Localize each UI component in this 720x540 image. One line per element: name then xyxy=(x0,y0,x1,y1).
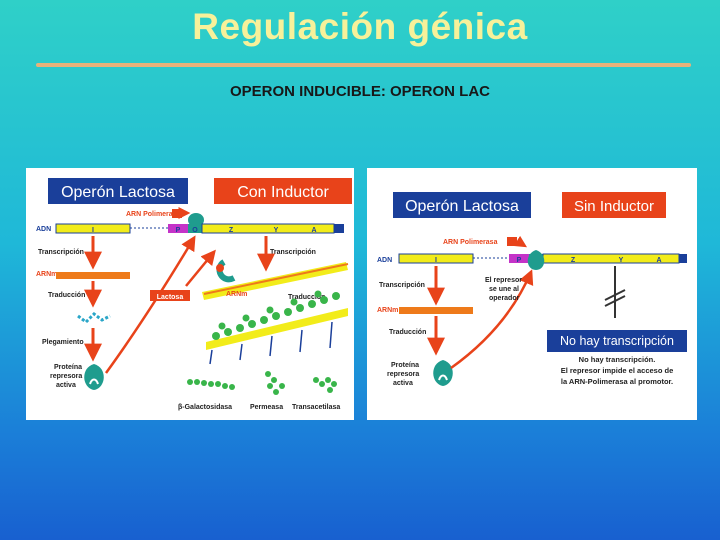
adn-label: ADN xyxy=(36,226,51,233)
transacetilasa-label: Transacetilasa xyxy=(292,404,340,411)
header-operon-lactosa-right xyxy=(393,192,531,218)
gene-a-right-label: A xyxy=(656,257,661,264)
header-sin-inductor-label: Sin Inductor xyxy=(574,198,654,215)
proteina-right-2: represora xyxy=(387,371,419,378)
promoter-right-label: P xyxy=(517,257,522,264)
operator-label: O xyxy=(192,227,198,234)
operator-segment xyxy=(188,224,202,233)
arnm-label-1: ARNm xyxy=(36,271,57,278)
transacetylase-chain xyxy=(313,377,337,393)
title-divider xyxy=(36,63,691,67)
no-transcription-text-1: No hay transcripción. xyxy=(579,355,656,364)
slide-title: Regulación génica xyxy=(192,6,528,47)
promoter-segment-right xyxy=(509,254,529,263)
repressor-on-operator-icon xyxy=(527,250,545,270)
permease-chain xyxy=(265,371,285,395)
traduccion-label-right: Traducción xyxy=(389,329,426,336)
diagram-with-inductor-svg: Operón Lactosa Con Inductor ARN Polimera… xyxy=(36,178,352,411)
represor-note-3: operador xyxy=(489,295,520,302)
header-operon-lactosa-right-label: Operón Lactosa xyxy=(405,198,519,215)
slide-subtitle: OPERON INDUCIBLE: OPERON LAC xyxy=(229,83,490,100)
represor-note-2: se une al xyxy=(489,286,519,293)
adn-label-right: ADN xyxy=(377,257,392,264)
represor-note-1: El represor xyxy=(485,277,522,284)
mrna-repressor xyxy=(56,272,130,279)
rna-polymerase-label: ARN Polimerasa xyxy=(126,211,181,218)
mrna-ribosomes xyxy=(206,308,348,350)
header-sin-inductor xyxy=(562,192,666,218)
gene-i-label: I xyxy=(92,227,94,234)
beta-galactosidase-chain xyxy=(187,379,235,390)
header-operon-lactosa xyxy=(48,178,188,204)
ribosome-cluster xyxy=(212,290,340,340)
diagram-without-inductor: Operón Lactosa Sin Inductor ARN Polimera… xyxy=(367,168,697,420)
proteina-right-3: activa xyxy=(393,380,413,387)
header-con-inductor xyxy=(214,178,352,204)
diagram-without-inductor-svg: Operón Lactosa Sin Inductor ARN Polimera… xyxy=(377,192,687,387)
traduccion-label-1: Traducción xyxy=(48,292,85,299)
diagram-with-inductor: Operón Lactosa Con Inductor ARN Polimera… xyxy=(26,168,354,420)
transcripcion-label-2: Transcripción xyxy=(270,249,316,256)
gene-z-right-label: Z xyxy=(571,257,576,264)
arnm-label-2: ARNm xyxy=(226,291,247,298)
lactosa-badge xyxy=(150,290,190,301)
arnm-label-right: ARNm xyxy=(377,307,398,314)
gene-z-label: Z xyxy=(229,227,234,234)
gene-y-label: Y xyxy=(274,227,279,234)
no-transcription-header xyxy=(547,330,687,352)
proteina-label-2: represora xyxy=(50,373,82,380)
no-transcription-text-3: la ARN-Polimerasa al promotor. xyxy=(561,377,673,386)
permeasa-label: Permeasa xyxy=(250,404,283,411)
gene-y-right-label: Y xyxy=(619,257,624,264)
plegamiento-label: Plegamiento xyxy=(42,339,84,346)
mrna-repressor-right xyxy=(399,307,473,314)
proteina-label-1: Proteína xyxy=(54,364,82,371)
galactosidasa-label: β-Galactosidasa xyxy=(178,404,232,411)
rna-polymerase-label-right: ARN Polimerasa xyxy=(443,239,498,246)
rna-polymerase-icon xyxy=(172,209,182,218)
promoter-segment xyxy=(168,224,188,233)
proteina-label-3: activa xyxy=(56,382,76,389)
proteina-right-1: Proteína xyxy=(391,362,419,369)
no-transcription-header-label: No hay transcripción xyxy=(560,334,674,348)
active-repressor-icon xyxy=(84,364,104,390)
header-con-inductor-label: Con Inductor xyxy=(237,184,329,201)
polypeptide-chain xyxy=(77,312,111,324)
inactive-repressor-icon xyxy=(216,259,236,283)
active-repressor-icon-right xyxy=(433,360,453,386)
polymerase-bound-icon xyxy=(188,213,204,227)
no-transcription-text-2: El represor impide el acceso de xyxy=(561,366,674,375)
lactosa-label: Lactosa xyxy=(157,294,184,301)
transcripcion-label-right: Transcripción xyxy=(379,282,425,289)
promoter-label: P xyxy=(176,227,181,234)
transcripcion-label-1: Transcripción xyxy=(38,249,84,256)
traduccion-label-2: Traducción xyxy=(288,294,325,301)
gene-i-right-label: I xyxy=(435,257,437,264)
rna-polymerase-icon-right xyxy=(507,237,517,246)
header-operon-lactosa-label: Operón Lactosa xyxy=(61,184,175,201)
gene-a-label: A xyxy=(311,227,316,234)
